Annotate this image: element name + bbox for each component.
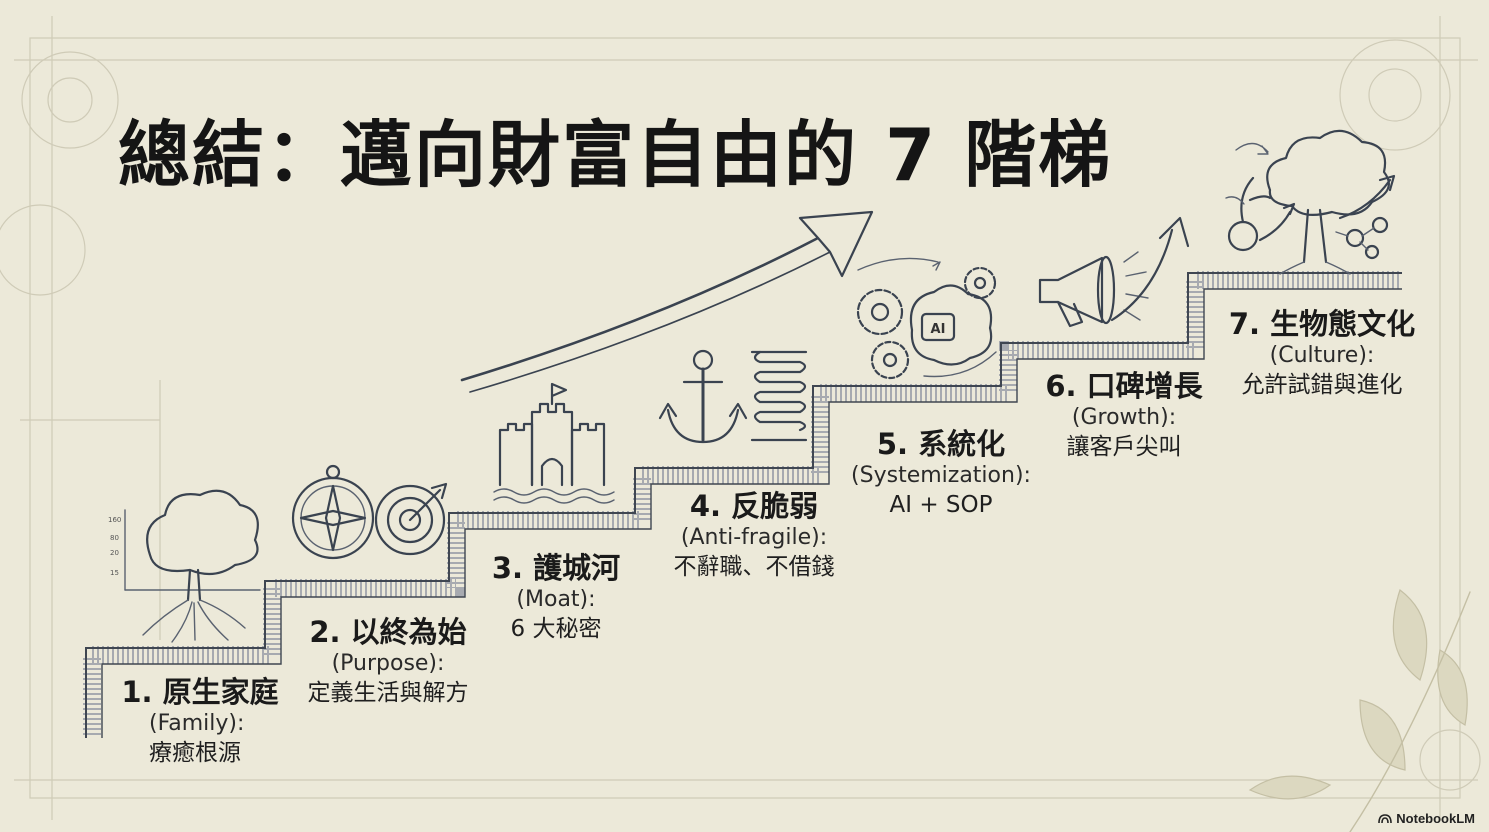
step-2-english: (Purpose): — [331, 651, 445, 676]
step-7-english: (Culture): — [1269, 343, 1375, 368]
step-6-label: 6. 口碑增長 (Growth): 讓客戶尖叫 — [1030, 368, 1218, 462]
step-1-title: 1. 原生家庭 — [121, 675, 279, 709]
step-1-desc: 療癒根源 — [149, 740, 241, 766]
step-2-desc: 定義生活與解方 — [307, 680, 469, 706]
notebooklm-watermark: NotebookLM — [1378, 811, 1475, 826]
step-4-title: 4. 反脆弱 — [689, 489, 819, 523]
growth-arrow-icon — [460, 210, 874, 393]
gears-brain-icon — [856, 257, 997, 380]
chart-tick: 80 — [110, 534, 119, 542]
compass-icon — [291, 464, 375, 560]
brand-label: NotebookLM — [1396, 811, 1475, 826]
target-icon — [374, 482, 448, 556]
leaf-decoration — [1248, 589, 1471, 832]
step-7-title: 7. 生物態文化 — [1228, 307, 1416, 341]
staircase — [83, 271, 1402, 738]
step-5-english: (Systemization): — [851, 463, 1031, 488]
step-4-label: 4. 反脆弱 (Anti-fragile): 不辭職、不借錢 — [654, 488, 854, 582]
step-6-desc: 讓客戶尖叫 — [1066, 434, 1182, 460]
step-2-title: 2. 以終為始 — [309, 615, 467, 649]
castle-icon — [493, 382, 615, 504]
step-2-label: 2. 以終為始 (Purpose): 定義生活與解方 — [290, 614, 486, 708]
step-4-desc: 不辭職、不借錢 — [673, 554, 835, 580]
tree-roots-icon — [124, 489, 261, 643]
notebooklm-logo-icon — [1378, 814, 1393, 824]
chart-tick: 20 — [110, 549, 119, 557]
chart-tick: 160 — [108, 516, 121, 524]
step-7-desc: 允許試錯與進化 — [1241, 372, 1403, 398]
step-1-label: 1. 原生家庭 (Family): 療癒根源 — [112, 674, 288, 768]
step-4-english: (Anti-fragile): — [680, 525, 828, 550]
page-title: 總結：邁向財富自由的 7 階梯 — [118, 113, 1113, 197]
step-3-english: (Moat): — [516, 587, 596, 612]
ai-chip-label: AI — [931, 322, 946, 337]
megaphone-icon — [1038, 216, 1190, 328]
chart-tick: 15 — [110, 569, 119, 577]
anchor-icon — [658, 349, 748, 444]
step-5-desc: AI + SOP — [889, 492, 993, 518]
step-3-title: 3. 護城河 — [491, 551, 621, 585]
step-5-label: 5. 系統化 (Systemization): AI + SOP — [836, 426, 1046, 520]
step-1-english: (Family): — [149, 711, 245, 736]
step-3-desc: 6 大秘密 — [510, 616, 602, 642]
growth-tree-icon — [1225, 129, 1396, 275]
step-5-title: 5. 系統化 — [876, 427, 1006, 461]
spring-icon — [750, 350, 808, 442]
step-7-label: 7. 生物態文化 (Culture): 允許試錯與進化 — [1214, 306, 1430, 400]
background-frame — [0, 16, 1481, 820]
step-6-english: (Growth): — [1071, 405, 1177, 430]
step-3-label: 3. 護城河 (Moat): 6 大秘密 — [478, 550, 634, 644]
step-6-title: 6. 口碑增長 — [1045, 369, 1203, 403]
